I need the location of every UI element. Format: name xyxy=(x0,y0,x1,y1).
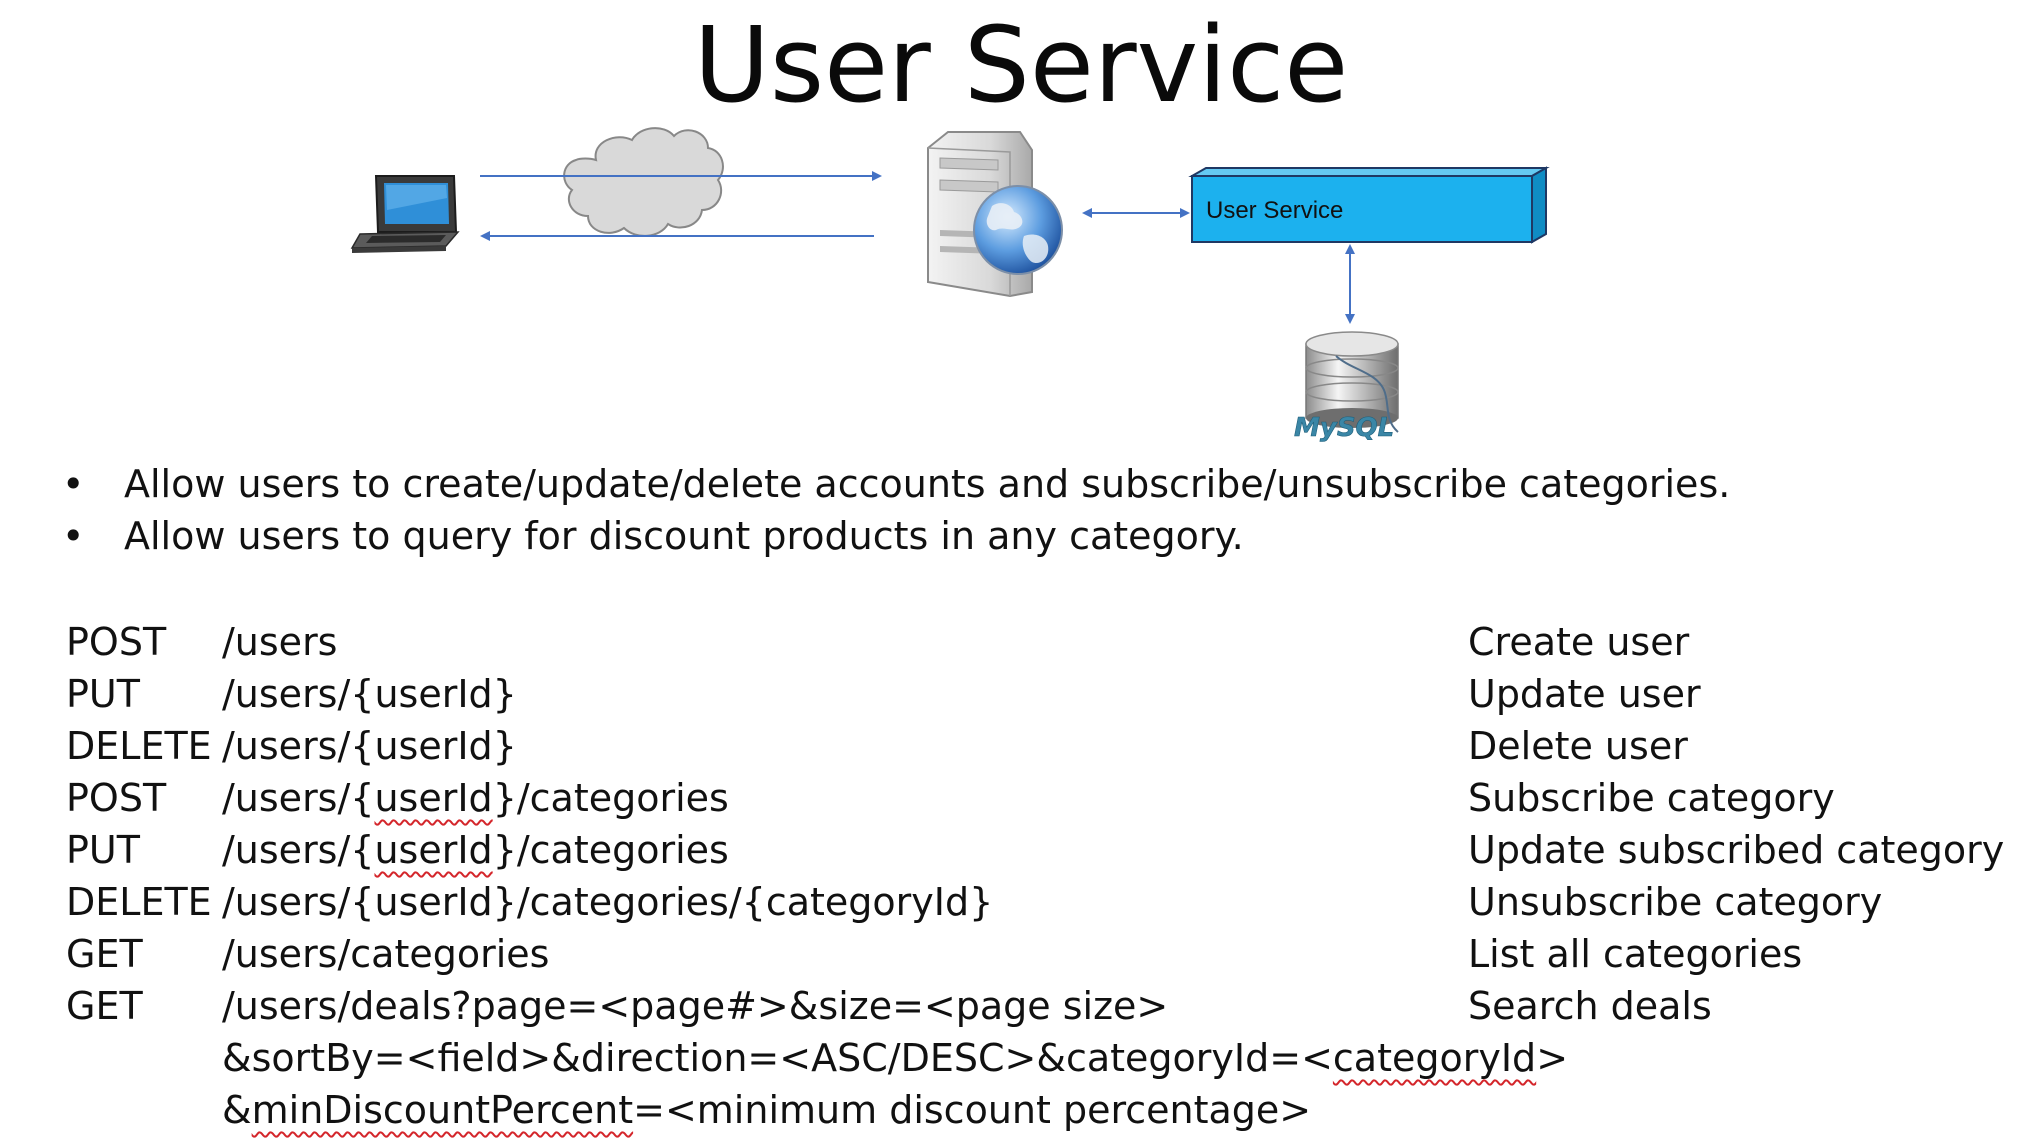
endpoint-path: /users/{userId}/categories xyxy=(222,824,729,876)
user-service-box-label: User Service xyxy=(1206,197,1343,224)
http-method: PUT xyxy=(66,672,140,716)
endpoint-path: &sortBy=<field>&direction=<ASC/DESC>&cat… xyxy=(222,1032,1568,1084)
endpoint-path: /users xyxy=(222,620,338,664)
bullet-item: • Allow users to query for discount produ… xyxy=(62,510,1730,562)
endpoint-description: List all categories xyxy=(1468,932,1803,976)
cloud-icon xyxy=(563,127,724,237)
endpoint-description: Subscribe category xyxy=(1468,776,1835,820)
http-method: DELETE xyxy=(66,724,212,768)
web-server-icon xyxy=(927,131,1063,298)
endpoint-description: Unsubscribe category xyxy=(1468,880,1883,924)
endpoint-path: /users/{userId}/categories xyxy=(222,772,729,824)
http-method: POST xyxy=(66,776,167,820)
path-segment: userId xyxy=(374,776,493,820)
page-title: User Service xyxy=(693,4,1349,126)
http-method: GET xyxy=(66,984,143,1028)
laptop-icon xyxy=(350,175,460,253)
path-segment: & xyxy=(222,1088,252,1132)
http-method: GET xyxy=(66,932,143,976)
bullet-text: Allow users to create/update/delete acco… xyxy=(124,462,1731,506)
path-segment: minDiscountPercent xyxy=(251,1088,634,1132)
endpoint-path: /users/{userId} xyxy=(222,724,517,768)
path-segment: /users/{ xyxy=(222,828,375,872)
bullet-dot: • xyxy=(62,514,85,558)
path-segment: }/categories xyxy=(492,776,729,820)
path-segment: userId xyxy=(374,828,493,872)
endpoint-description: Update user xyxy=(1468,672,1701,716)
path-segment: }/categories xyxy=(492,828,729,872)
feature-bullets: • Allow users to create/update/delete acc… xyxy=(62,458,1730,562)
user-service-box: User Service xyxy=(1188,166,1550,244)
endpoint-description: Delete user xyxy=(1468,724,1688,768)
endpoint-path: &minDiscountPercent=<minimum discount pe… xyxy=(222,1084,1311,1136)
bullet-dot: • xyxy=(62,462,85,506)
http-method: POST xyxy=(66,620,167,664)
bullet-text: Allow users to query for discount produc… xyxy=(124,514,1244,558)
path-segment: =<minimum discount percentage> xyxy=(633,1088,1312,1132)
endpoint-path: /users/categories xyxy=(222,932,550,976)
path-segment: /users/{ xyxy=(222,776,375,820)
path-segment: &sortBy=<field>&direction=<ASC/DESC>&cat… xyxy=(222,1036,1333,1080)
mysql-database-icon: MySQL xyxy=(1294,331,1399,443)
bullet-item: • Allow users to create/update/delete acc… xyxy=(62,458,1730,510)
endpoint-path: /users/{userId}/categories/{categoryId} xyxy=(222,880,994,924)
mysql-logo-text: MySQL xyxy=(1294,413,1394,443)
http-method: DELETE xyxy=(66,880,212,924)
http-method: PUT xyxy=(66,828,140,872)
path-segment: categoryId xyxy=(1332,1036,1537,1080)
path-segment: > xyxy=(1536,1036,1569,1080)
endpoint-description: Search deals xyxy=(1468,984,1712,1028)
endpoint-description: Create user xyxy=(1468,620,1690,664)
endpoint-path: /users/deals?page=<page#>&size=<page siz… xyxy=(222,984,1169,1028)
endpoint-description: Update subscribed category xyxy=(1468,828,2005,872)
endpoint-path: /users/{userId} xyxy=(222,672,517,716)
architecture-diagram: User Service MySQL xyxy=(350,127,1550,443)
